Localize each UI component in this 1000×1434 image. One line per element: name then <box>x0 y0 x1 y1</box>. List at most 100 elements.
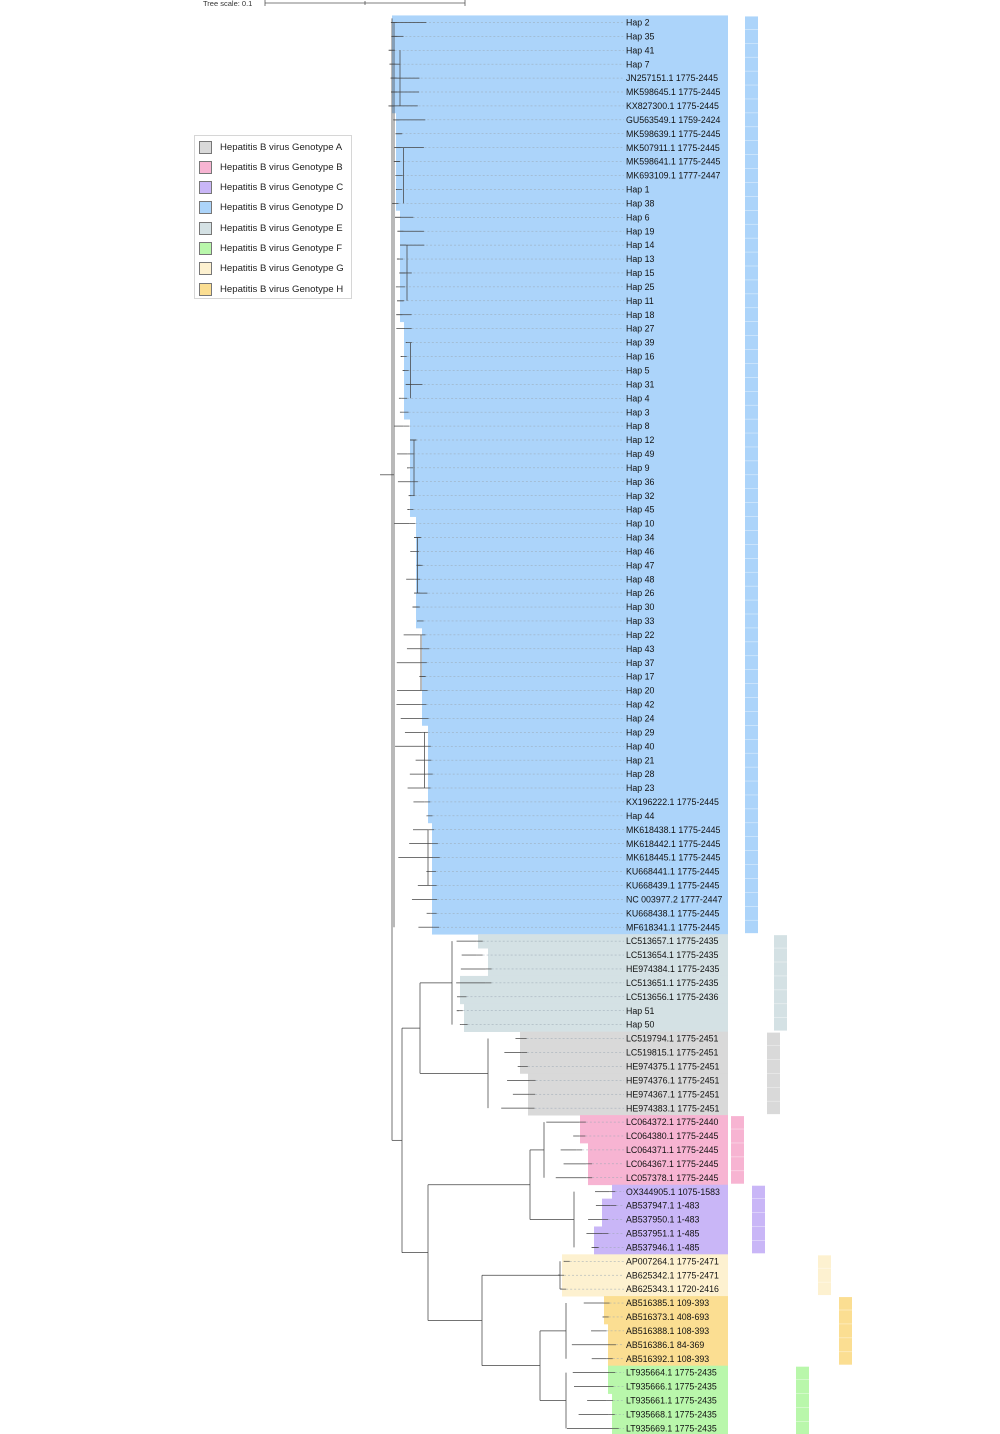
leaf-label: LC064371.1 1775-2445 <box>626 1145 719 1155</box>
clade-highlight-genotype-e <box>460 975 728 1005</box>
leaf-label: Hap 43 <box>626 644 654 654</box>
genotype-strip-f <box>796 1366 809 1434</box>
leaf-label: Hap 27 <box>626 324 654 334</box>
leaf-label: NC 003977.2 1777-2447 <box>626 894 722 904</box>
leaf-label: LT935666.1 1775-2435 <box>626 1382 717 1392</box>
leaf-label: Hap 6 <box>626 212 650 222</box>
leaf-label: LC057378.1 1775-2445 <box>626 1173 719 1183</box>
leaf-label: Hap 34 <box>626 533 654 543</box>
leaf-label: Hap 21 <box>626 755 654 765</box>
leaf-label: Hap 42 <box>626 700 654 710</box>
leaf-label: LC064367.1 1775-2445 <box>626 1159 719 1169</box>
leaf-label: MK598639.1 1775-2445 <box>626 129 721 139</box>
legend-item: Hepatitis B virus Genotype C <box>199 180 343 196</box>
leaf-label: Hap 12 <box>626 435 654 445</box>
leaf-label: AB516385.1 109-393 <box>626 1298 709 1308</box>
legend-label: Hepatitis B virus Genotype H <box>220 283 344 295</box>
clade-highlight-genotype-d <box>396 112 728 211</box>
genotype-strip-g <box>818 1255 831 1296</box>
leaf-label: MF618341.1 1775-2445 <box>626 922 720 932</box>
leaf-label: Hap 2 <box>626 18 650 28</box>
leaf-label: LC064372.1 1775-2440 <box>626 1117 719 1127</box>
leaf-label: AB537947.1 1-483 <box>626 1201 699 1211</box>
leaf-label: Hap 37 <box>626 658 654 668</box>
leaf-label: Hap 36 <box>626 477 654 487</box>
legend-label: Hepatitis B virus Genotype G <box>220 263 344 275</box>
leaf-label: KX827300.1 1775-2445 <box>626 101 719 111</box>
genotype-strip-c <box>752 1185 765 1254</box>
leaf-label: LC513651.1 1775-2435 <box>626 978 719 988</box>
leaf-label: LC519815.1 1775-2451 <box>626 1048 719 1058</box>
legend-swatch <box>199 262 212 276</box>
leaf-label: Hap 16 <box>626 352 654 362</box>
clade-highlight-genotype-c <box>602 1198 728 1227</box>
leaf-label: Hap 38 <box>626 198 654 208</box>
clade-highlight-genotype-c <box>594 1226 728 1255</box>
legend-swatch <box>199 282 212 296</box>
leaf-label: Hap 51 <box>626 1006 654 1016</box>
genotype-strip-e <box>774 935 787 1031</box>
leaf-label: OX344905.1 1075-1583 <box>626 1187 720 1197</box>
leaf-label: AB537950.1 1-483 <box>626 1215 699 1225</box>
leaf-label: MK618442.1 1775-2445 <box>626 839 721 849</box>
leaf-label: LC513656.1 1775-2436 <box>626 992 719 1002</box>
legend-swatch <box>199 242 212 255</box>
leaf-label: LC064380.1 1775-2445 <box>626 1131 719 1141</box>
leaf-label: Hap 19 <box>626 226 654 236</box>
clade-highlight-genotype-e <box>464 1003 728 1032</box>
leaf-label: Hap 15 <box>626 268 654 278</box>
leaf-label: KX196222.1 1775-2445 <box>626 797 719 807</box>
leaf-label: Hap 29 <box>626 727 654 737</box>
leaf-label: Hap 20 <box>626 686 654 696</box>
legend-label: Hepatitis B virus Genotype D <box>220 202 344 214</box>
clade-highlight-genotype-b <box>580 1115 728 1144</box>
leaf-label: LC513657.1 1775-2435 <box>626 936 719 946</box>
legend-label: Hepatitis B virus Genotype A <box>220 141 343 153</box>
leaf-label: LT935669.1 1775-2435 <box>626 1423 717 1433</box>
leaf-label: AB625342.1 1775-2471 <box>626 1270 719 1280</box>
leaf-label: Hap 17 <box>626 672 654 682</box>
leaf-label: Hap 11 <box>626 296 654 306</box>
leaf-label: AB537951.1 1-485 <box>626 1229 699 1239</box>
legend-swatch <box>199 201 212 215</box>
clade-highlight-genotype-d <box>432 822 728 935</box>
leaf-label: LT935661.1 1775-2435 <box>626 1396 717 1406</box>
leaf-label: Hap 18 <box>626 310 654 320</box>
leaf-label: Hap 14 <box>626 240 654 250</box>
leaf-label: HE974384.1 1775-2435 <box>626 964 720 974</box>
clade-highlight-genotype-f <box>612 1393 728 1434</box>
tree-scale-bar: Tree scale: 0.1 <box>203 0 466 8</box>
leaf-label: MK693109.1 1777-2447 <box>626 171 721 181</box>
clade-highlight-genotype-f <box>608 1365 728 1394</box>
genotype-strip-b <box>731 1116 744 1184</box>
leaf-label: Hap 44 <box>626 811 654 821</box>
leaf-label: MK598645.1 1775-2445 <box>626 87 721 97</box>
leaf-label: Hap 10 <box>626 519 654 529</box>
leaf-label: KU668441.1 1775-2445 <box>626 867 720 877</box>
legend-item: Hepatitis B virus Genotype G <box>199 261 344 277</box>
legend-item: Hepatitis B virus Genotype E <box>199 220 343 236</box>
leaf-label: LT935668.1 1775-2435 <box>626 1410 717 1420</box>
leaf-label: MK618438.1 1775-2445 <box>626 825 721 835</box>
leaf-label: Hap 5 <box>626 366 650 376</box>
leaf-label: Hap 7 <box>626 59 650 69</box>
leaf-label: Hap 1 <box>626 185 650 195</box>
leaf-label: HE974375.1 1775-2451 <box>626 1062 720 1072</box>
legend-item: Hepatitis B virus Genotype D <box>199 200 343 216</box>
leaf-label: JN257151.1 1775-2445 <box>626 73 718 83</box>
leaf-label: MK598641.1 1775-2445 <box>626 157 721 167</box>
leaf-label: Hap 33 <box>626 616 654 626</box>
leaf-label: Hap 32 <box>626 491 654 501</box>
leaf-label: AB537946.1 1-485 <box>626 1242 699 1252</box>
leaf-label: Hap 23 <box>626 783 654 793</box>
leaf-label: Hap 35 <box>626 31 654 41</box>
leaf-label: Hap 31 <box>626 379 654 389</box>
leaf-label: Hap 39 <box>626 338 654 348</box>
legend-item: Hepatitis B virus Genotype A <box>199 139 342 155</box>
leaf-label: LC519794.1 1775-2451 <box>626 1034 719 1044</box>
leaf-label: Hap 30 <box>626 602 654 612</box>
leaf-label: Hap 45 <box>626 505 654 515</box>
leaf-label: Hap 49 <box>626 449 654 459</box>
clade-highlight-genotype-h <box>608 1323 728 1367</box>
